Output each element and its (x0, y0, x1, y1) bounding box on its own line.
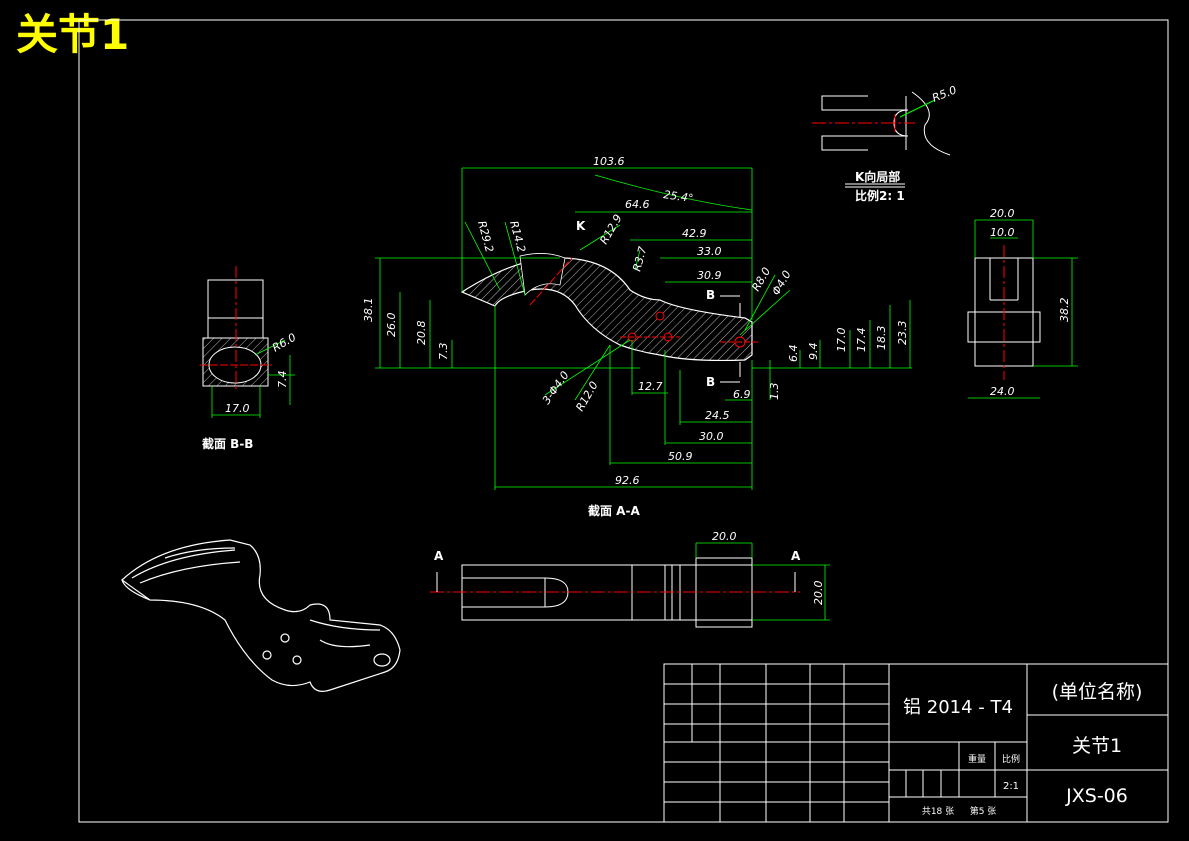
dim-20-8: 20.8 (415, 321, 428, 346)
dim-23-3: 23.3 (896, 321, 909, 346)
marker-k: K (576, 219, 586, 233)
dim-r5: R5.0 (930, 83, 958, 104)
side-view: 20.0 10.0 38.2 24.0 (967, 207, 1078, 399)
front-view: A A 20.0 20.0 (430, 530, 830, 628)
detail-label-2: 比例2: 1 (855, 188, 905, 203)
front-dim-20-top: 20.0 (712, 530, 737, 543)
tb-qty-label: 重量 (968, 753, 986, 765)
dim-12-7: 12.7 (638, 380, 663, 393)
drawing-border (78, 19, 1169, 823)
marker-a-right: A (791, 549, 801, 563)
dim-30-0: 30.0 (699, 430, 724, 443)
dim-6-4: 6.4 (787, 345, 800, 363)
dim-7-3: 7.3 (437, 343, 450, 361)
side-dim-20: 20.0 (990, 207, 1015, 220)
tb-org-name: (单位名称) (1052, 681, 1143, 703)
bb-dim-17: 17.0 (225, 402, 250, 415)
tb-sheets: 共18 张 (922, 806, 954, 817)
dim-26-0: 26.0 (385, 313, 398, 338)
tb-part-name: 关节1 (1072, 735, 1122, 757)
dim-6-9: 6.9 (733, 388, 751, 401)
dim-phi4: Φ4.0 (769, 268, 793, 297)
marker-a-left: A (434, 549, 444, 563)
dim-1-3: 1.3 (768, 383, 781, 401)
tb-material: 铝 2014 - T4 (903, 697, 1013, 718)
dim-r14-2: R14.2 (507, 219, 528, 253)
tb-scale-label: 比例 (1002, 753, 1020, 765)
dim-64-6: 64.6 (625, 198, 650, 211)
dim-17-0: 17.0 (835, 328, 848, 353)
bb-dim-r6: R6.0 (270, 331, 298, 355)
section-aa-label: 截面 A-A (588, 503, 640, 518)
tb-sheet-no: 第5 张 (970, 805, 997, 817)
dim-18-3: 18.3 (875, 326, 888, 351)
dim-17-4: 17.4 (855, 328, 868, 353)
side-dim-10: 10.0 (990, 226, 1015, 239)
tb-drawing-no: JXS-06 (1065, 785, 1128, 807)
title-block (663, 663, 1169, 823)
dim-9-4: 9.4 (807, 343, 820, 361)
dim-3-phi4: 3-Φ4.0 (540, 369, 572, 407)
side-dim-38-2: 38.2 (1058, 298, 1071, 323)
front-dim-20-right: 20.0 (812, 581, 825, 606)
section-bb-label: 截面 B-B (202, 436, 253, 451)
dim-24-5: 24.5 (705, 409, 730, 422)
dim-38-1: 38.1 (362, 298, 375, 323)
section-bb-view: 17.0 7.4 R6.0 截面 B-B (200, 266, 298, 451)
dim-r3-7: R3.7 (630, 245, 649, 273)
detail-view-k: R5.0 K向局部 比例2: 1 (812, 83, 958, 203)
marker-b-bottom: B (706, 375, 715, 389)
dim-30-9: 30.9 (697, 269, 722, 282)
isometric-view (121, 539, 401, 692)
dim-50-9: 50.9 (668, 450, 693, 463)
dim-r29-2: R29.2 (475, 219, 496, 253)
dim-103-6: 103.6 (593, 155, 625, 168)
tb-scale-value: 2:1 (1003, 781, 1019, 792)
dim-33-0: 33.0 (697, 245, 722, 258)
bb-dim-7-4: 7.4 (276, 371, 289, 389)
section-aa-view: B B K 103.6 25.4° 64.6 42.9 33.0 30.9 R2… (362, 155, 912, 518)
dim-92-6: 92.6 (615, 474, 640, 487)
dim-25-4: 25.4° (663, 188, 695, 205)
dim-r12-9: R12.9 (597, 212, 624, 246)
detail-label-1: K向局部 (855, 169, 900, 184)
side-dim-24: 24.0 (990, 385, 1015, 398)
dim-42-9: 42.9 (682, 227, 707, 240)
marker-b-top: B (706, 288, 715, 302)
